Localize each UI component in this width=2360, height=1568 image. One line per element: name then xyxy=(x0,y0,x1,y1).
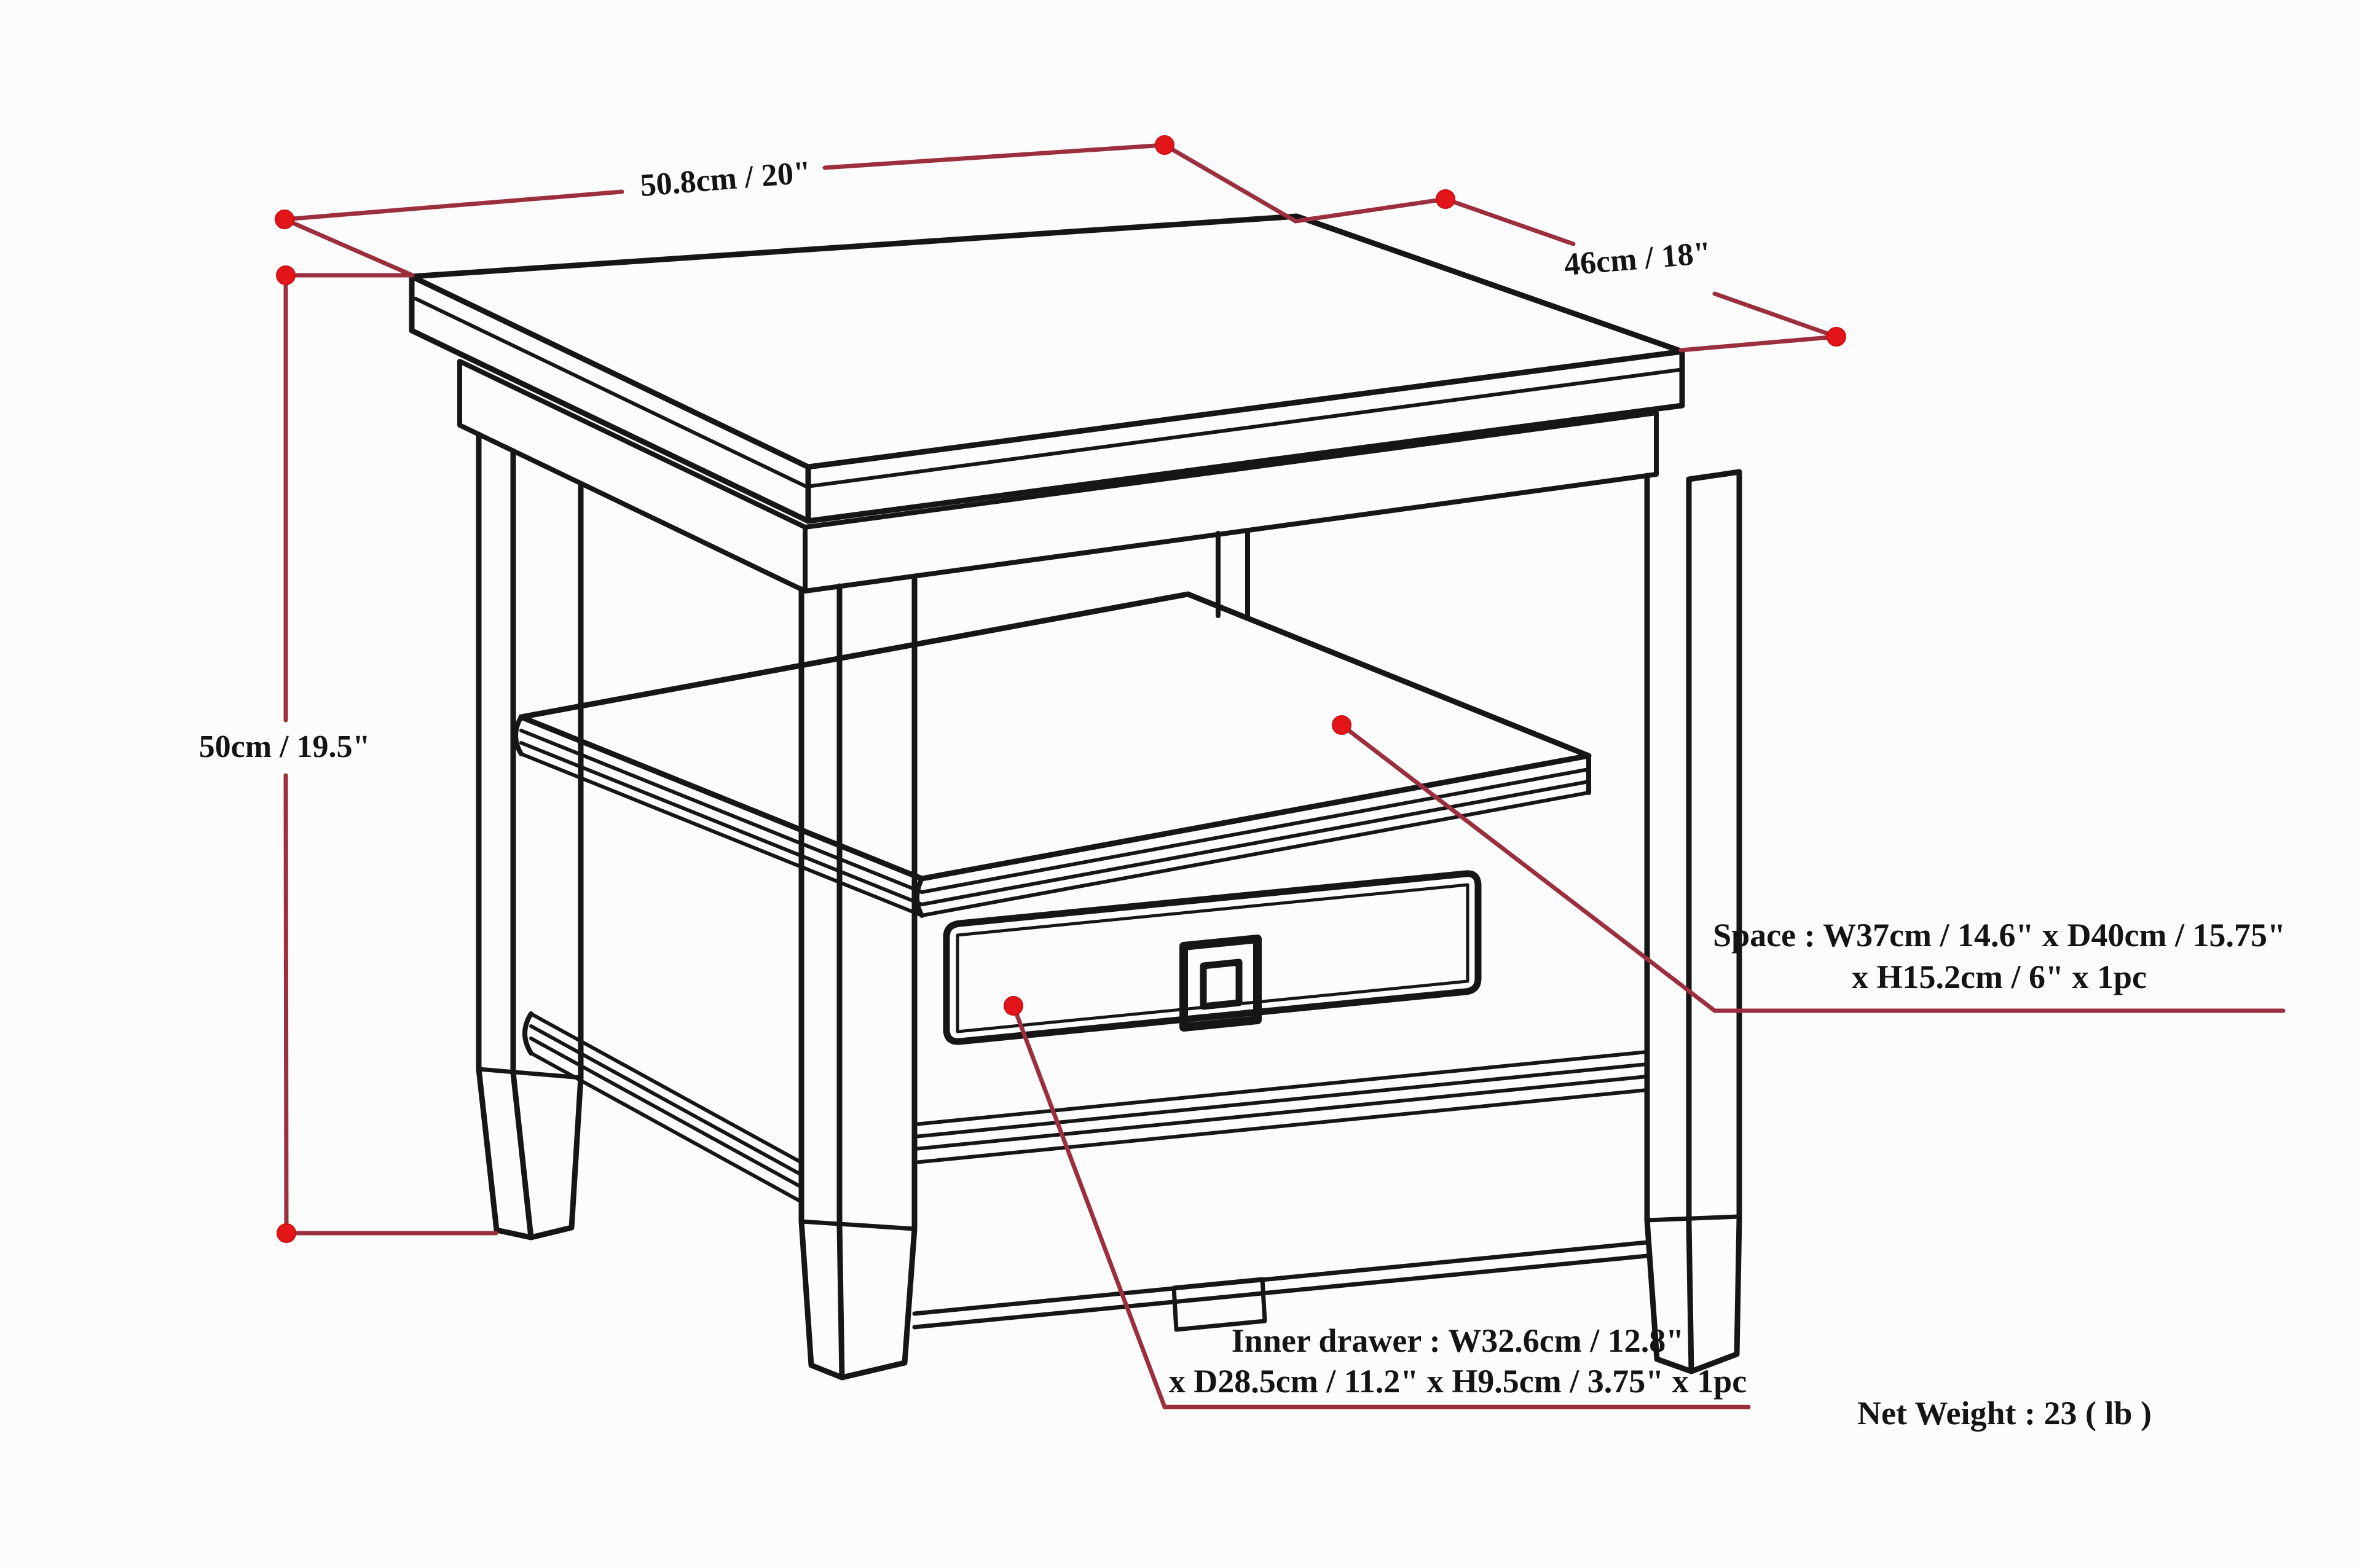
cabinet-mouldings xyxy=(522,1011,1650,1332)
shelf xyxy=(513,591,1592,918)
front-leg xyxy=(798,573,918,1381)
right-leg xyxy=(1644,469,1742,1374)
dimension-marker-dot xyxy=(1827,327,1846,347)
drawer-handle xyxy=(1179,935,1262,1032)
drawer-front xyxy=(943,870,1482,1045)
height-extension-lines xyxy=(283,273,498,1236)
dimension-marker-dot xyxy=(1332,715,1351,735)
apron xyxy=(457,359,1659,594)
label-inner-drawer-line2: x D28.5cm / 11.2" x H9.5cm / 3.75" x 1pc xyxy=(1169,1363,1747,1400)
dimension-marker-dot xyxy=(275,210,294,229)
tabletop xyxy=(409,213,1685,524)
back-leg xyxy=(1216,530,1250,621)
dimension-marker-dot xyxy=(277,1223,296,1243)
depth-dimension-line xyxy=(1443,197,1839,339)
dimension-lines xyxy=(275,135,2286,1409)
shelf-space-leader-line xyxy=(1339,723,2286,1013)
dimension-marker-dot xyxy=(1004,996,1023,1016)
inner-drawer-leader-line xyxy=(1011,1003,1751,1409)
dimension-marker-dot xyxy=(1155,135,1174,155)
table-line-art xyxy=(409,213,1742,1381)
label-shelf-space-line1: Space : W37cm / 14.6" x D40cm / 15.75" xyxy=(1713,917,2286,954)
label-height: 50cm / 19.5" xyxy=(199,729,371,764)
label-shelf-space-line2: x H15.2cm / 6" x 1pc xyxy=(1852,958,2147,995)
label-top-width: 50.8cm / 20" xyxy=(639,155,812,203)
label-top-depth: 46cm / 18" xyxy=(1563,235,1713,283)
width-dimension-line xyxy=(282,143,1167,222)
label-net-weight: Net Weight : 23 ( lb ) xyxy=(1857,1395,2152,1432)
dimension-marker-dot xyxy=(1436,189,1455,209)
width-extension-lines xyxy=(282,143,1298,278)
left-leg xyxy=(476,431,584,1241)
depth-extension-lines xyxy=(1293,197,1839,353)
dimension-marker-dot xyxy=(276,265,296,285)
label-inner-drawer-line1: Inner drawer : W32.6cm / 12.8" xyxy=(1232,1322,1684,1359)
